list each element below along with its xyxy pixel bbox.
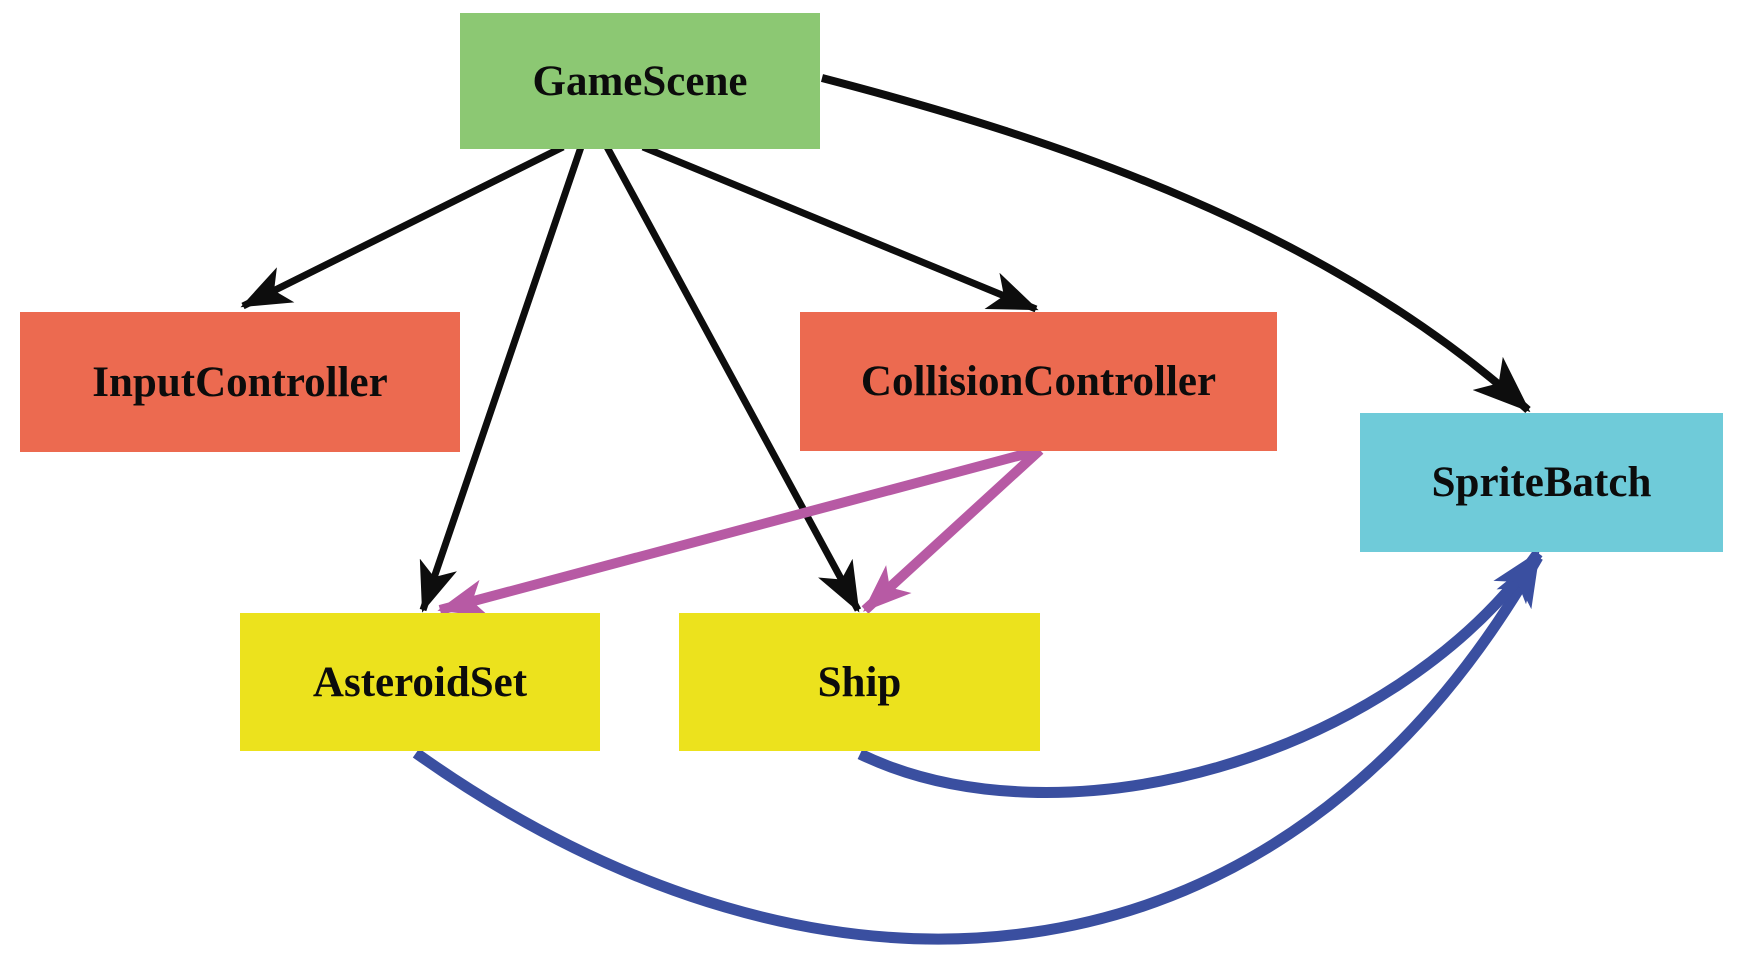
node-gamescene: GameScene: [460, 13, 820, 149]
node-collisioncontroller: CollisionController: [800, 312, 1277, 451]
edge-asteroidset-to-spritebatch: [412, 554, 1543, 945]
node-asteroidset-label: AsteroidSet: [312, 658, 528, 706]
node-gamescene-label: GameScene: [532, 57, 748, 105]
node-ship-label: Ship: [817, 658, 902, 706]
edge-collisioncontroller-to-ship: [861, 446, 1044, 614]
edge-gamescene-to-inputcontroller: [240, 143, 565, 310]
node-asteroidset: AsteroidSet: [240, 613, 600, 751]
edge-collisioncontroller-to-asteroidset: [437, 445, 1042, 617]
node-inputcontroller-label: InputController: [92, 358, 388, 406]
edge-gamescene-to-ship: [603, 145, 862, 613]
node-ship: Ship: [679, 613, 1040, 751]
node-spritebatch-label: SpriteBatch: [1431, 459, 1652, 506]
node-inputcontroller: InputController: [20, 312, 460, 452]
edge-gamescene-to-asteroidset: [419, 145, 585, 613]
edge-gamescene-to-collisioncontroller: [641, 143, 1039, 313]
node-collisioncontroller-label: CollisionController: [860, 358, 1217, 405]
edge-gamescene-to-spritebatch: [820, 74, 1531, 413]
node-spritebatch: SpriteBatch: [1360, 413, 1723, 552]
edge-ship-to-spritebatch: [857, 549, 1543, 798]
